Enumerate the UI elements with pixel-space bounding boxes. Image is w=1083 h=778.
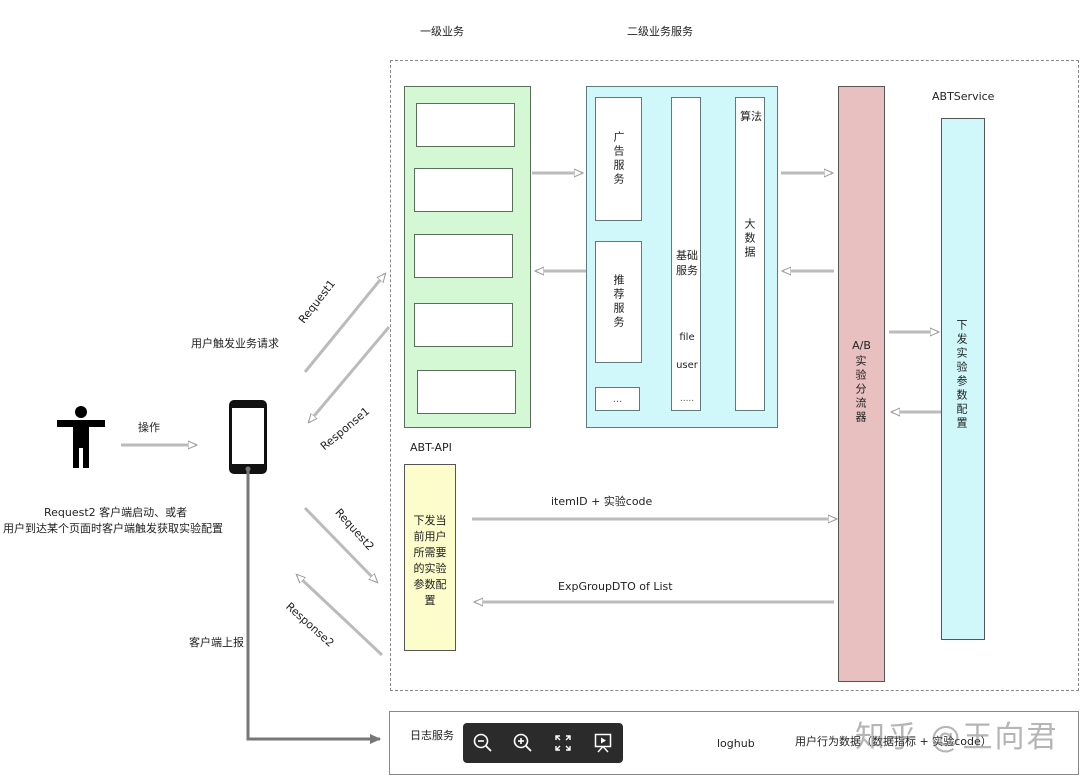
base-more-label: ..... — [679, 394, 695, 404]
present-icon — [594, 733, 612, 753]
level2-panel: 广告服务 推荐服务 ... 基础服务 file user ..... 算法 大数… — [586, 86, 778, 428]
image-toolbar — [463, 723, 623, 763]
response2-label: Response2 — [283, 600, 337, 650]
file-label: file — [679, 332, 695, 343]
metrics-label: 用户行为数据（数据指标 + 实验code） — [795, 735, 992, 748]
algorithm-label: 算法 — [740, 110, 762, 123]
operate-label: 操作 — [138, 421, 160, 434]
zoom-out-icon — [473, 733, 492, 752]
more-services-label: ... — [612, 393, 623, 405]
response1-arrow — [309, 326, 391, 422]
trigger-label: 用户触发业务请求 — [191, 337, 279, 350]
abt-service-title: ABTService — [932, 90, 995, 103]
request2-note-line2: 用户到达某个页面时客户端触发获取实验配置 — [3, 522, 223, 535]
rec-service-box: 推荐服务 — [595, 241, 642, 363]
item-code-label: itemID + 实验code — [551, 495, 653, 508]
algorithm-box: 算法 大数据 — [735, 97, 765, 411]
header-level2: 二级业务服务 — [627, 25, 693, 38]
abt-api-box: 下发当前用户所需要的实验参数配置 — [404, 464, 456, 651]
request2-note-line1: Request2 客户端启动、或者 — [44, 506, 188, 519]
phone-icon — [229, 400, 267, 474]
client-report-arrow — [246, 470, 381, 744]
level1-box-1 — [416, 103, 515, 147]
abt-service-box: 下发实验参数配置 — [941, 118, 985, 640]
system-boundary — [390, 60, 1079, 691]
abt-api-title: ABT-API — [410, 441, 452, 454]
level1-box-3 — [414, 234, 513, 278]
zoom-out-button[interactable] — [469, 729, 497, 757]
ab-splitter-label: 实验分流器 — [854, 355, 867, 425]
zoom-in-icon — [513, 733, 532, 752]
fit-screen-button[interactable] — [549, 729, 577, 757]
loghub-label: loghub — [717, 737, 755, 750]
abt-service-label: 下发实验参数配置 — [955, 319, 968, 431]
bigdata-label: 大数据 — [743, 218, 756, 260]
response1-label: Response1 — [318, 404, 373, 453]
level1-panel — [404, 86, 531, 428]
request1-arrow — [303, 274, 385, 373]
level1-box-5 — [417, 370, 516, 414]
watermark: 知乎 @王向君 — [855, 720, 1059, 755]
log-service-title: 日志服务 — [410, 729, 454, 742]
level1-box-2 — [414, 168, 513, 212]
zoom-in-button[interactable] — [509, 729, 537, 757]
more-services-box: ... — [595, 387, 640, 411]
request2-label: Request2 — [332, 506, 377, 554]
request1-label: Request1 — [296, 277, 339, 327]
base-service-box: 基础服务 file user ..... — [671, 97, 701, 411]
ad-service-label: 广告服务 — [612, 131, 625, 187]
fit-screen-icon — [555, 735, 571, 751]
user-label: user — [676, 360, 698, 371]
abt-api-label: 下发当前用户所需要的实验参数配置 — [413, 514, 447, 607]
person-icon — [57, 406, 105, 468]
header-level1: 一级业务 — [420, 25, 464, 38]
ab-splitter-label-ab: A/B — [852, 339, 871, 352]
ad-service-box: 广告服务 — [595, 97, 642, 221]
present-button[interactable] — [589, 729, 617, 757]
level1-box-4 — [414, 303, 513, 347]
ab-splitter: A/B 实验分流器 — [838, 86, 885, 682]
rec-service-label: 推荐服务 — [612, 274, 625, 330]
client-report-label: 客户端上报 — [189, 636, 244, 649]
base-service-label: 基础服务 — [676, 249, 698, 277]
exp-group-label: ExpGroupDTO of List — [558, 580, 673, 593]
